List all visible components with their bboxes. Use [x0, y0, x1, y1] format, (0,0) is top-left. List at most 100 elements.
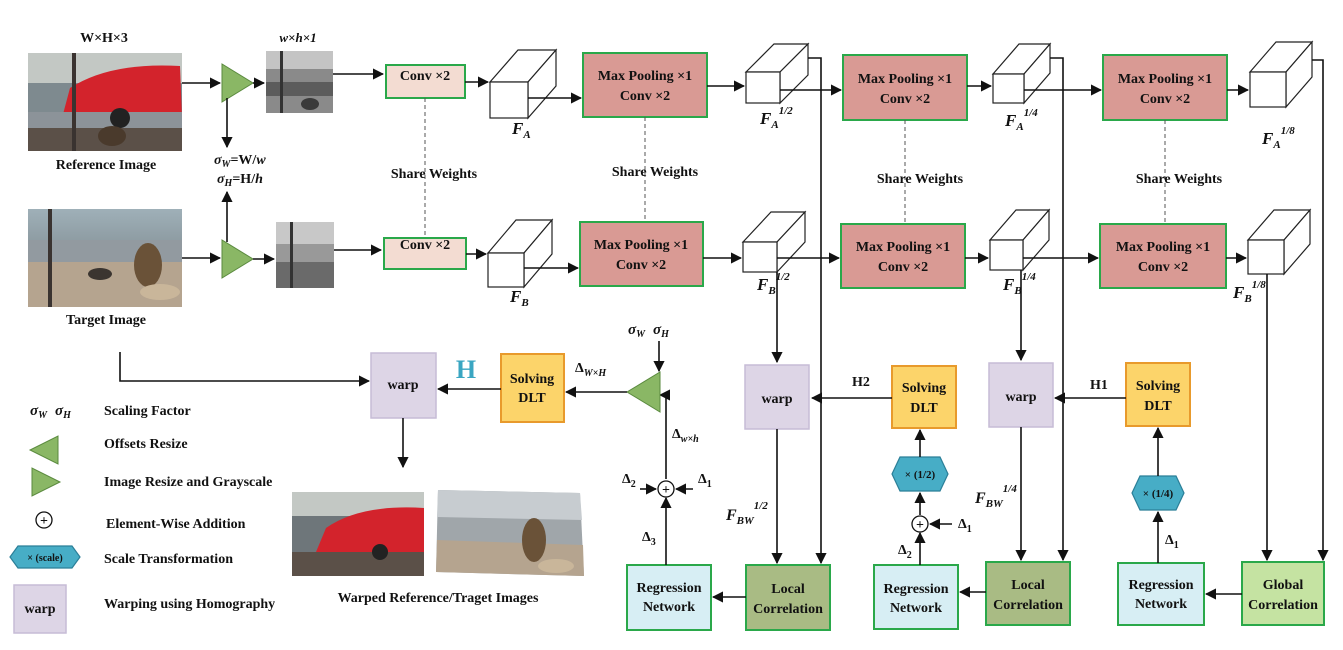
pool-block-3-top: Max Pooling ×1 Conv ×2 [1102, 54, 1228, 121]
image-resize-triangle-bottom [221, 239, 254, 279]
legend-warp-icon: warp [13, 584, 67, 634]
global-correlation-block: Global Correlation [1241, 561, 1325, 626]
svg-text:Conv ×2: Conv ×2 [1138, 260, 1188, 275]
solving-dlt-final: Solving DLT [500, 353, 565, 423]
svg-text:Network: Network [643, 600, 695, 615]
svg-text:Conv ×2: Conv ×2 [880, 92, 930, 107]
svg-text:warp: warp [24, 602, 55, 617]
label-H1: H1 [1090, 378, 1108, 393]
svg-text:Correlation: Correlation [993, 598, 1063, 613]
svg-text:Local: Local [1011, 578, 1045, 593]
pool-block-2-top: Max Pooling ×1 Conv ×2 [842, 54, 968, 121]
feature-cube-FB-quarter [988, 208, 1051, 272]
share-weights-label-3: Share Weights [877, 172, 964, 187]
svg-text:DLT: DLT [518, 391, 546, 406]
svg-text:Conv ×2: Conv ×2 [620, 89, 670, 104]
svg-text:warp: warp [387, 378, 418, 393]
edge-FA2-down-local [808, 57, 827, 565]
warped-caption: Warped Reference/Traget Images [338, 591, 539, 606]
feature-cube-FA-half [744, 42, 810, 105]
delta-1-plus2: Δ1 [958, 517, 972, 535]
edge-FA8-down-global [1312, 59, 1329, 562]
sigma-h-equation: σH=H/h [217, 172, 263, 189]
warp-block-final: warp [370, 352, 437, 419]
delta-WxH: ΔW×H [575, 361, 607, 379]
legend-image-resize-icon [31, 467, 62, 497]
svg-text:Regression: Regression [883, 582, 948, 597]
svg-text:warp: warp [761, 392, 792, 407]
svg-text:Max Pooling ×1: Max Pooling ×1 [856, 240, 950, 255]
edge-plus1-to-offset-resize [658, 389, 671, 479]
scale-hex-half: × (1/2) [891, 456, 949, 492]
svg-text:+: + [40, 514, 48, 529]
label-H2: H2 [852, 375, 870, 390]
label-FB-eighth: FB1/8 [1232, 279, 1266, 305]
legend-image-resize: Image Resize and Grayscale [104, 475, 272, 490]
delta-1-reg3: Δ1 [1165, 533, 1179, 551]
svg-text:× (1/2): × (1/2) [905, 469, 936, 481]
local-correlation-2: Local Correlation [985, 561, 1071, 626]
conv-block-top: Conv ×2 [385, 64, 466, 99]
delta-3-reg1: Δ3 [642, 530, 656, 548]
legend-offsets-resize: Offsets Resize [104, 437, 188, 452]
share-weights-label-4: Share Weights [1136, 172, 1223, 187]
svg-text:warp: warp [1005, 390, 1036, 405]
svg-text:Correlation: Correlation [753, 602, 823, 617]
svg-text:Conv ×2: Conv ×2 [616, 258, 666, 273]
svg-text:Max Pooling ×1: Max Pooling ×1 [594, 238, 688, 253]
svg-text:+: + [916, 518, 924, 533]
share-weights-label-2: Share Weights [612, 165, 699, 180]
feature-cube-FB [486, 218, 554, 289]
target-image [28, 209, 182, 307]
edge-target-to-warp0 [119, 352, 371, 387]
svg-text:Network: Network [1135, 597, 1187, 612]
label-FA-half: FA1/2 [759, 105, 793, 131]
svg-text:Conv ×2: Conv ×2 [878, 260, 928, 275]
pool-block-1-bottom: Max Pooling ×1 Conv ×2 [579, 221, 704, 287]
svg-text:Regression: Regression [636, 581, 701, 596]
svg-text:Conv ×2: Conv ×2 [1140, 92, 1190, 107]
feature-cube-FB-eighth [1246, 208, 1312, 276]
svg-text:Regression: Regression [1128, 578, 1193, 593]
svg-text:Max Pooling ×1: Max Pooling ×1 [598, 69, 692, 84]
small-target-gray [276, 222, 334, 288]
conv-block-bottom: Conv ×2 [383, 237, 467, 270]
delta-2-plus1: Δ2 [622, 472, 636, 490]
svg-text:+: + [662, 483, 670, 498]
svg-text:Solving: Solving [902, 381, 946, 396]
svg-text:Solving: Solving [510, 372, 554, 387]
offsets-resize-triangle [626, 371, 661, 413]
svg-text:× (1/4): × (1/4) [1143, 488, 1174, 500]
svg-text:Network: Network [890, 601, 942, 616]
share-weights-label-1: Share Weights [391, 167, 478, 182]
addition-node-1: + [657, 480, 675, 498]
pool-block-3-bottom: Max Pooling ×1 Conv ×2 [1099, 223, 1227, 289]
label-H-final: H [456, 355, 476, 384]
scale-hex-quarter: × (1/4) [1131, 475, 1185, 511]
warped-target-image [436, 490, 584, 576]
pool-block-1-top: Max Pooling ×1 Conv ×2 [582, 52, 708, 118]
label-FB: FB [509, 287, 529, 309]
svg-text:DLT: DLT [1144, 399, 1172, 414]
warp-block-1: warp [988, 362, 1054, 428]
warp-block-2: warp [744, 364, 810, 430]
svg-text:× (scale): × (scale) [27, 553, 62, 564]
label-FA-eighth: FA1/8 [1261, 125, 1295, 151]
warped-reference-image [292, 492, 424, 576]
local-correlation-1: Local Correlation [745, 564, 831, 631]
label-FB-quarter: FB1/4 [1002, 271, 1036, 297]
delta-wxh: Δw×h [672, 427, 699, 445]
svg-text:Max Pooling ×1: Max Pooling ×1 [858, 72, 952, 87]
svg-text:Local: Local [771, 582, 805, 597]
edge-FA4-down-local [1050, 57, 1069, 562]
delta-2-reg2: Δ2 [898, 543, 912, 561]
solving-dlt-1: Solving DLT [1125, 362, 1191, 427]
legend-elementwise: Element-Wise Addition [106, 517, 246, 532]
svg-text:Max Pooling ×1: Max Pooling ×1 [1118, 72, 1212, 87]
target-image-label: Target Image [66, 313, 146, 328]
svg-text:Global: Global [1263, 578, 1304, 593]
legend-warping: Warping using Homography [104, 597, 275, 612]
solving-dlt-2: Solving DLT [891, 365, 957, 429]
